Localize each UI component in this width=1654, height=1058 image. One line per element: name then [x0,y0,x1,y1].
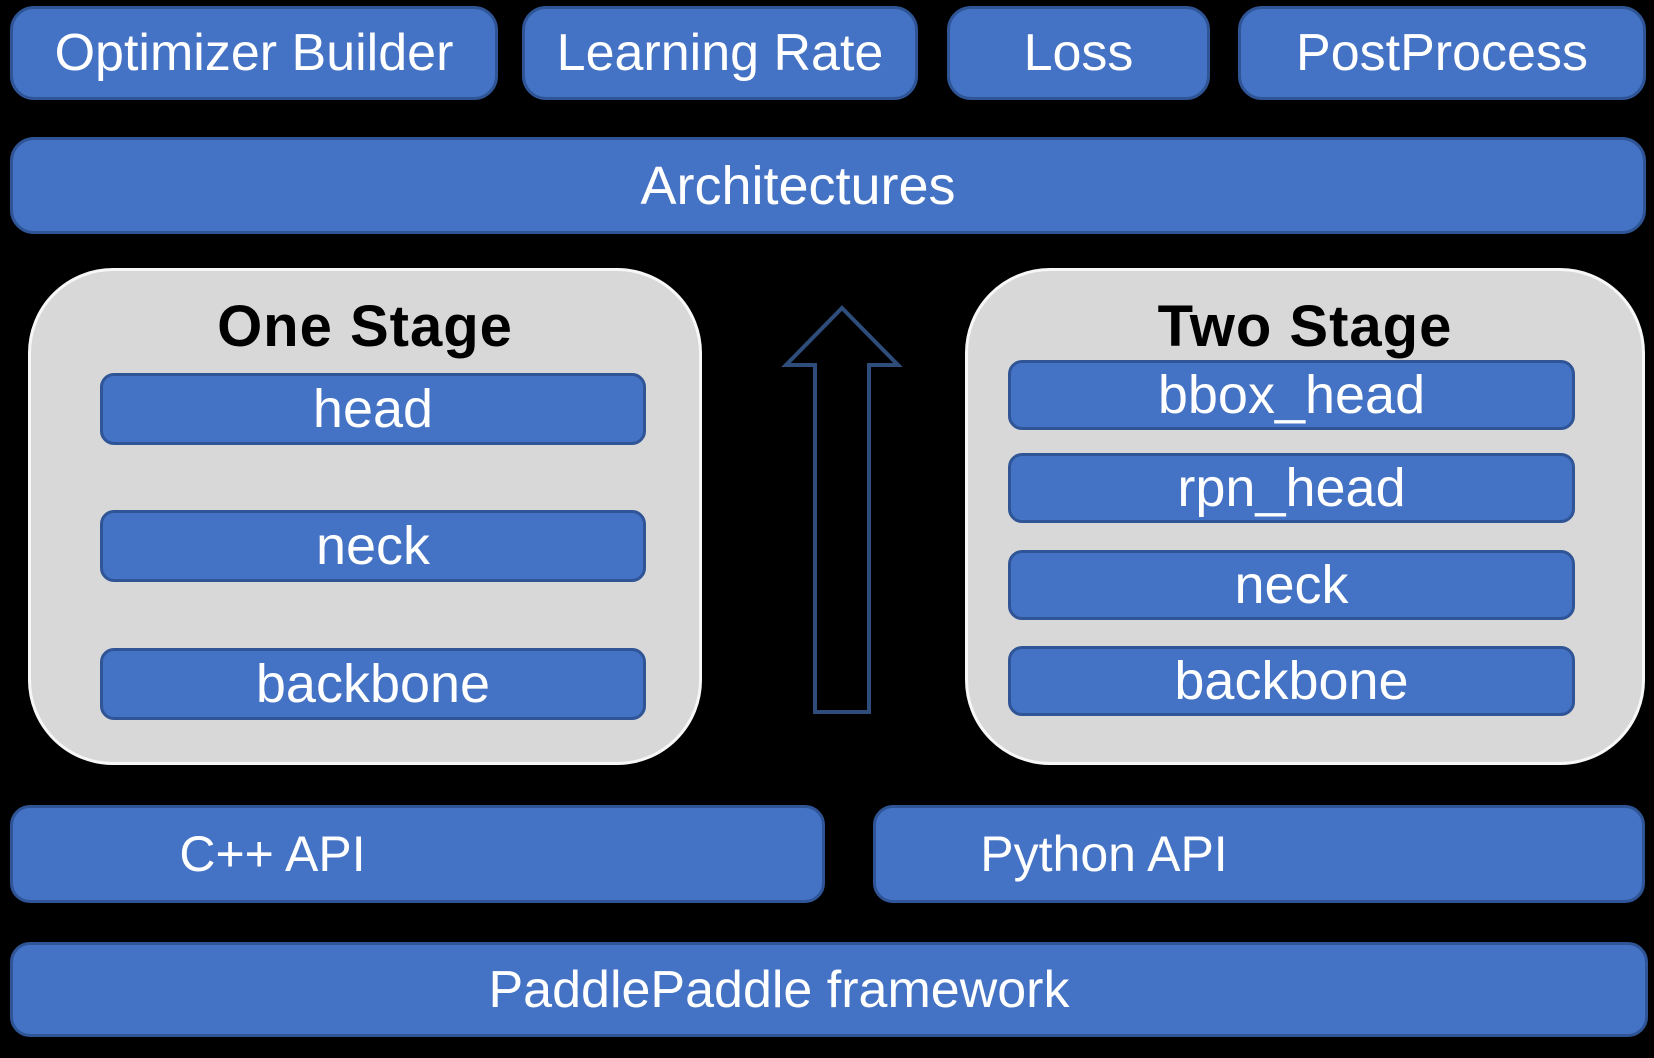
learning-rate-label: Learning Rate [556,24,884,82]
optimizer-builder-label: Optimizer Builder [54,24,454,82]
learning-rate-box: Learning Rate [522,6,918,100]
two-stage-layer-neck: neck [1008,550,1575,620]
loss-label: Loss [1023,24,1134,82]
two-stage-layer-bbox-head: bbox_head [1008,360,1575,430]
one-stage-title: One Stage [217,294,513,359]
head-label: head [312,379,434,439]
rpn-head-label: rpn_head [1177,458,1406,518]
backbone-label: backbone [1174,651,1409,711]
two-stage-title: Two Stage [1157,294,1453,359]
one-stage-panel: One Stage head neck backbone [28,268,702,765]
loss-box: Loss [947,6,1210,100]
cpp-api-bar: C++ API [10,805,825,903]
two-stage-layer-rpn-head: rpn_head [1008,453,1575,523]
architectures-label: Architectures [640,155,956,216]
two-stage-panel: Two Stage bbox_head rpn_head neck backbo… [965,268,1645,765]
postprocess-label: PostProcess [1296,24,1588,82]
paddlepaddle-framework-label: PaddlePaddle framework [488,960,1070,1019]
cpp-api-label: C++ API [179,826,366,882]
two-stage-layer-backbone: backbone [1008,646,1575,716]
optimizer-builder-box: Optimizer Builder [10,6,498,100]
backbone-label: backbone [255,654,491,714]
architectures-bar: Architectures [10,137,1646,234]
python-api-label: Python API [980,826,1228,882]
paddlepaddle-framework-bar: PaddlePaddle framework [10,942,1648,1037]
postprocess-box: PostProcess [1238,6,1646,100]
neck-label: neck [315,516,431,576]
bbox-head-label: bbox_head [1157,365,1426,425]
python-api-bar: Python API [873,805,1645,903]
one-stage-layer-head: head [100,373,646,445]
up-arrow-icon [781,305,903,714]
neck-label: neck [1234,555,1349,615]
one-stage-layer-neck: neck [100,510,646,582]
one-stage-layer-backbone: backbone [100,648,646,720]
